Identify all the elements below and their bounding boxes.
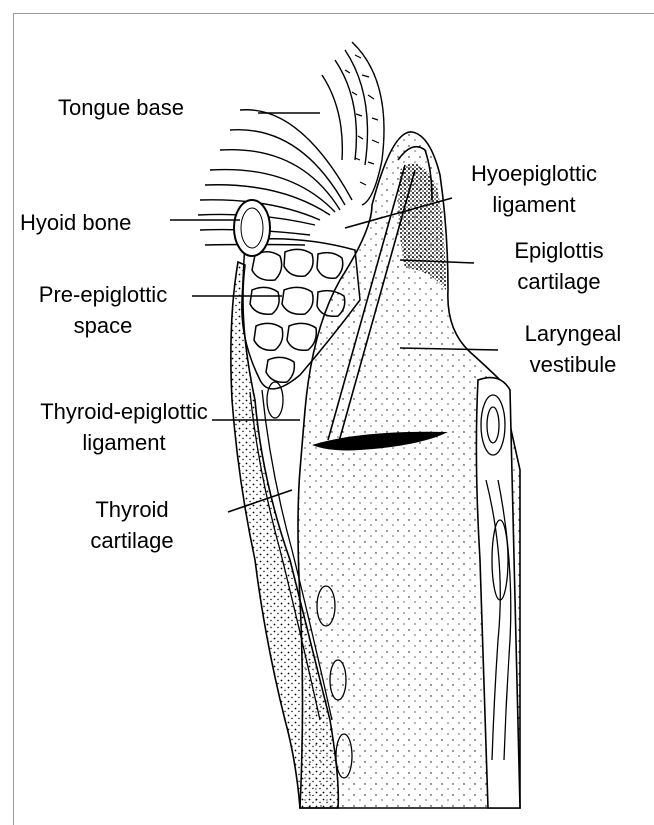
label-thyroid-epiglottic-line1: Thyroid-epiglottic: [17, 396, 231, 427]
tongue-base-region: [198, 42, 384, 245]
label-pre-epiglottic-line1: Pre-epiglottic: [18, 279, 188, 310]
label-vestibule-line2: vestibule: [508, 349, 638, 380]
label-epiglottis-line1: Epiglottis: [498, 235, 620, 266]
label-thyroid-cartilage: Thyroid cartilage: [78, 494, 186, 556]
label-laryngeal-vestibule: Laryngeal vestibule: [508, 318, 638, 380]
label-thyroid-epiglottic-ligament: Thyroid-epiglottic ligament: [17, 396, 231, 458]
label-vestibule-line1: Laryngeal: [508, 318, 638, 349]
label-tongue-base: Tongue base: [58, 92, 184, 123]
label-hyoepiglottic-line2: ligament: [455, 189, 613, 220]
label-pre-epiglottic-space: Pre-epiglottic space: [18, 279, 188, 341]
label-thyroid-epiglottic-line2: ligament: [17, 427, 231, 458]
label-thyroid-cartilage-line2: cartilage: [78, 525, 186, 556]
label-thyroid-cartilage-line1: Thyroid: [78, 494, 186, 525]
label-epiglottis-cartilage: Epiglottis cartilage: [498, 235, 620, 297]
label-hyoepiglottic-line1: Hyoepiglottic: [455, 158, 613, 189]
label-hyoid-bone: Hyoid bone: [20, 207, 131, 238]
label-pre-epiglottic-line2: space: [18, 310, 188, 341]
label-hyoepiglottic-ligament: Hyoepiglottic ligament: [455, 158, 613, 220]
label-epiglottis-line2: cartilage: [498, 266, 620, 297]
